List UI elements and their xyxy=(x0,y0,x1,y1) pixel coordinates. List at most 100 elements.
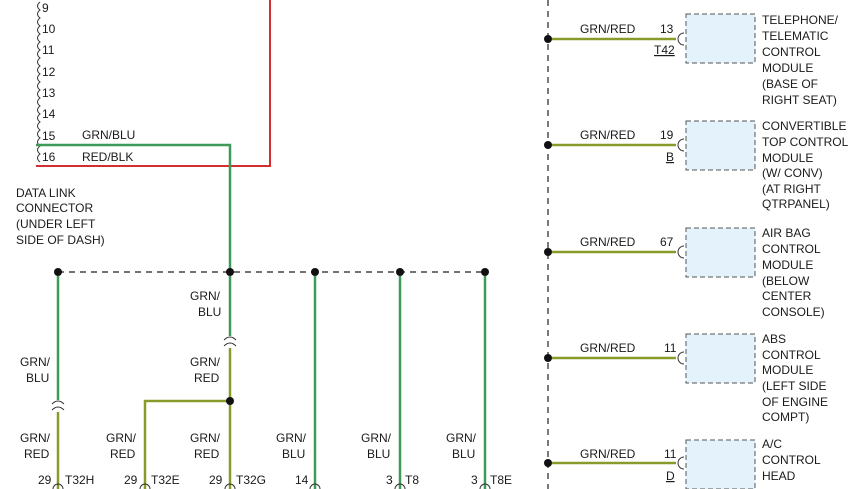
splice-dot xyxy=(226,268,234,276)
module-label-line: CONSOLE) xyxy=(762,305,825,319)
wire-color-label: GRN/ xyxy=(20,431,51,445)
module-box xyxy=(685,439,756,489)
wire-color-label: RED xyxy=(24,447,50,461)
splice-dot xyxy=(544,354,552,362)
wire-color-label: GRN/ xyxy=(20,355,51,369)
module-label-line: COMPT) xyxy=(762,410,809,424)
drop-pin-14: GRN/ BLU 14 xyxy=(276,276,321,489)
pin-number: 67 xyxy=(660,235,674,249)
module-box xyxy=(685,120,756,171)
module-label-line: MODULE xyxy=(762,363,813,377)
pin-number: 14 xyxy=(295,473,309,487)
pin-terminal-icon xyxy=(139,483,151,489)
connector-label-line: DATA LINK xyxy=(16,186,76,200)
wire-color-label: GRN/ xyxy=(276,431,307,445)
module-telephone-telematic: GRN/RED 13 T42 TELEPHONE/ TELEMATIC CONT… xyxy=(544,13,839,107)
connector-label-line: SIDE OF DASH) xyxy=(16,233,105,247)
connector-label-line: (UNDER LEFT xyxy=(16,217,96,231)
pin-terminal-icon xyxy=(677,351,685,365)
connector-pin-number: 12 xyxy=(42,65,56,79)
module-label-line: MODULE xyxy=(762,61,813,75)
module-label-line: A/C xyxy=(762,437,782,451)
module-label-line: CONTROL xyxy=(762,453,821,467)
module-box xyxy=(685,227,756,278)
wire-color-label: BLU xyxy=(282,447,305,461)
module-label-line: CONTROL xyxy=(762,45,821,59)
module-label-line: HEAD xyxy=(762,469,796,483)
drop-t8: GRN/ BLU 3 T8 xyxy=(361,276,419,489)
inline-connector-icon xyxy=(223,336,237,347)
grn-red-wire xyxy=(143,399,230,489)
connector-pin-number: 15 xyxy=(42,129,56,143)
wire-color-label: RED xyxy=(194,371,220,385)
wire-color-label: GRN/RED xyxy=(580,22,636,36)
pin-number: 29 xyxy=(124,473,138,487)
pin-terminal-icon xyxy=(52,483,64,489)
wire-color-label: GRN/ xyxy=(190,355,221,369)
wire-color-label: GRN/ xyxy=(106,431,137,445)
module-label-line: CENTER xyxy=(762,289,812,303)
connector-pin-number: 11 xyxy=(42,43,55,57)
connector-id: B xyxy=(666,150,674,164)
inline-connector-icon xyxy=(51,400,65,411)
data-link-connector: 9 10 11 12 13 14 15 16 GRN/BLU RED/BLK D… xyxy=(16,1,135,247)
drop-t32e: GRN/ RED 29 T32E xyxy=(106,399,230,489)
module-label-line: MODULE xyxy=(762,151,813,165)
connector-pin-number: 9 xyxy=(42,1,49,15)
wire-color-label: GRN/RED xyxy=(580,447,636,461)
module-label-line: TOP CONTROL xyxy=(762,135,849,149)
module-label-line: AIR BAG xyxy=(762,226,811,240)
pin-number: 29 xyxy=(209,473,223,487)
module-label-line: (BELOW xyxy=(762,274,810,288)
splice-dot xyxy=(396,268,404,276)
module-label-line: CONVERTIBLE xyxy=(762,119,846,133)
pin-number: 19 xyxy=(660,128,674,142)
splice-dot xyxy=(544,459,552,467)
connector-id: T32H xyxy=(65,473,94,487)
module-convertible-top: GRN/RED 19 B CONVERTIBLE TOP CONTROL MOD… xyxy=(544,119,849,211)
pin-number: 29 xyxy=(38,473,52,487)
connector-pin-number: 16 xyxy=(42,150,56,164)
red-blk-wire xyxy=(36,0,271,167)
connector-id: T8 xyxy=(405,473,419,487)
splice-dot xyxy=(544,141,552,149)
connector-pin-number: 10 xyxy=(42,22,56,36)
module-label-line: RIGHT SEAT) xyxy=(762,93,837,107)
splice-dot xyxy=(226,397,234,405)
wire-color-label: BLU xyxy=(198,305,221,319)
connector-id: D xyxy=(666,469,675,483)
module-label-line: MODULE xyxy=(762,258,813,272)
wire-color-label: RED xyxy=(194,447,220,461)
module-label-line: ABS xyxy=(762,332,786,346)
connector-pin-bracket xyxy=(37,1,41,163)
connector-id: T32E xyxy=(151,473,180,487)
wire-color-label: GRN/ xyxy=(190,289,221,303)
pin-number: 13 xyxy=(660,22,674,36)
splice-dot xyxy=(311,268,319,276)
module-label-line: (W/ CONV) xyxy=(762,166,823,180)
module-label-line: CONTROL xyxy=(762,348,821,362)
module-label-line: TELEMATIC xyxy=(762,29,829,43)
module-air-bag: GRN/RED 67 AIR BAG CONTROL MODULE (BELOW… xyxy=(544,226,825,319)
connector-pin-number: 13 xyxy=(42,86,56,100)
connector-label-line: CONNECTOR xyxy=(16,201,93,215)
pin-terminal-icon xyxy=(677,456,685,470)
module-label-line: CONTROL xyxy=(762,242,821,256)
wire-color-label: GRN/ xyxy=(361,431,392,445)
wire-color-label: GRN/ xyxy=(190,431,221,445)
splice-dot xyxy=(54,268,62,276)
pin-terminal-icon xyxy=(394,483,406,489)
pin-terminal-icon xyxy=(224,483,236,489)
pin-number: 3 xyxy=(386,473,393,487)
pin-terminal-icon xyxy=(479,483,491,489)
wire-color-label: GRN/RED xyxy=(580,128,636,142)
splice-dot xyxy=(481,268,489,276)
pin-number: 3 xyxy=(471,473,478,487)
wire-color-label: GRN/RED xyxy=(580,341,636,355)
wire-color-label: BLU xyxy=(452,447,475,461)
drop-t32h: GRN/ BLU GRN/ RED 29 T32H xyxy=(20,276,94,489)
module-box xyxy=(685,13,756,64)
pin-number: 11 xyxy=(664,341,677,355)
